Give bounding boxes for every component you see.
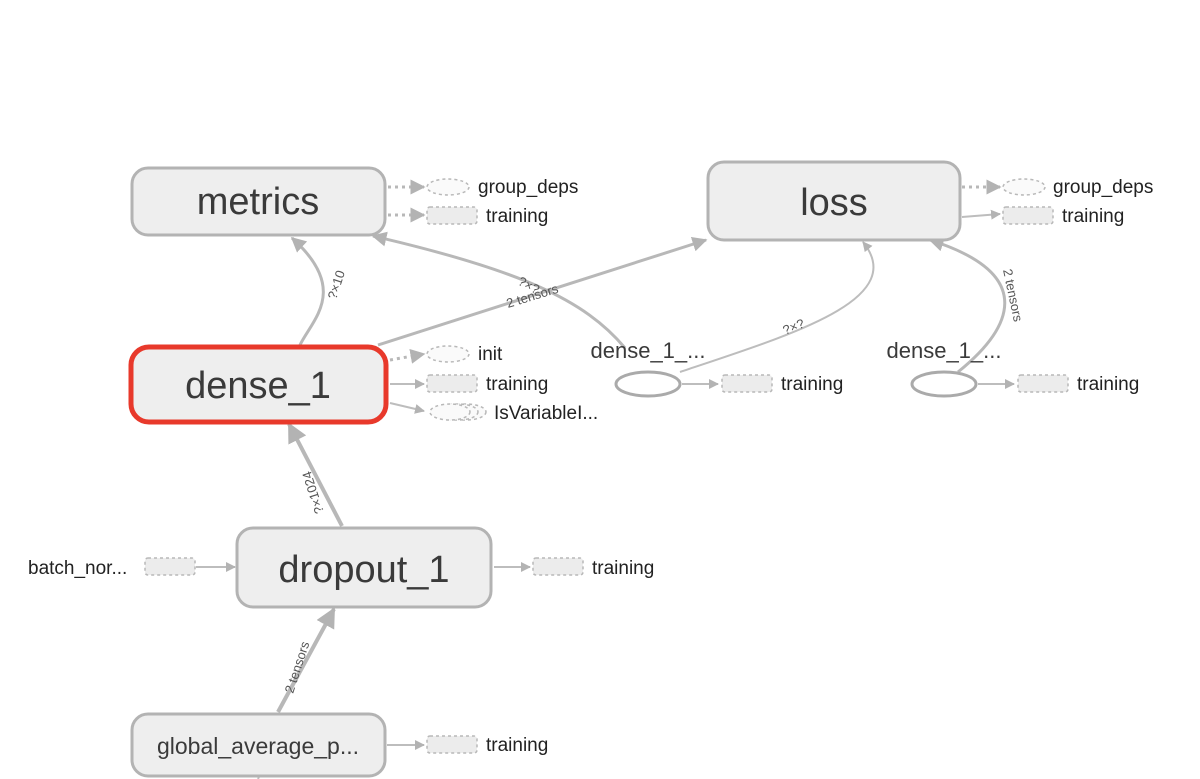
- svg-text:training: training: [781, 374, 843, 395]
- training-icon: [426, 735, 478, 754]
- node-metrics-title: metrics: [197, 181, 319, 223]
- edge-dense-init: [389, 348, 426, 364]
- training-icon: [426, 374, 478, 393]
- edge-gap-dropout: [276, 607, 336, 713]
- aux-dropout-training[interactable]: training: [532, 557, 654, 579]
- aux-metrics-training[interactable]: training: [426, 206, 548, 227]
- aux-dense-training[interactable]: training: [426, 374, 548, 395]
- group-deps-icon: [426, 178, 470, 196]
- aux-loss-training[interactable]: training: [1002, 206, 1124, 227]
- training-icon: [426, 206, 478, 225]
- is-variable-icon: [429, 403, 471, 421]
- svg-text:batch_nor...: batch_nor...: [28, 558, 127, 579]
- svg-text:training: training: [592, 558, 654, 579]
- training-icon: [721, 374, 773, 393]
- svg-text:init: init: [478, 344, 503, 365]
- node-dense-1[interactable]: dense_1: [128, 344, 389, 425]
- edge-denseop-loss-b: [928, 236, 1007, 374]
- aux-dense-init[interactable]: init: [426, 344, 503, 365]
- init-icon: [426, 345, 470, 363]
- node-dense-op-a[interactable]: dense_1_...: [591, 338, 706, 398]
- training-icon: [532, 557, 584, 576]
- edge-labels: ?×10 ?×? 2 tensors ?×? 2 tensors ?×1024 …: [282, 268, 1026, 695]
- edge-label-gap-dropout: 2 tensors: [282, 639, 313, 695]
- batch-nor-icon: [144, 557, 196, 576]
- aux-denseopB-training[interactable]: training: [1017, 374, 1139, 395]
- node-dense-1-title: dense_1: [185, 365, 331, 407]
- node-loss[interactable]: loss: [706, 160, 962, 242]
- svg-text:group_deps: group_deps: [1053, 177, 1153, 198]
- svg-text:training: training: [1077, 374, 1139, 395]
- node-dropout-1-title: dropout_1: [278, 549, 449, 591]
- node-loss-title: loss: [800, 182, 868, 224]
- node-dense-op-b-label: dense_1_...: [887, 338, 1002, 363]
- training-icon: [1017, 374, 1069, 393]
- edge-label-loss-a: ?×?: [781, 316, 807, 338]
- svg-text:training: training: [486, 374, 548, 395]
- aux-dense-is-variable[interactable]: IsVariableI...: [429, 403, 598, 424]
- svg-text:IsVariableI...: IsVariableI...: [494, 403, 598, 424]
- node-dropout-1[interactable]: dropout_1: [235, 526, 493, 609]
- svg-text:group_deps: group_deps: [478, 177, 578, 198]
- node-metrics[interactable]: metrics: [130, 166, 387, 237]
- edge-dense-loss: [377, 236, 708, 347]
- edge-dense-metrics: [290, 236, 325, 346]
- edge-dropout-dense: [287, 422, 344, 527]
- aux-metrics-group-deps[interactable]: group_deps: [426, 177, 578, 198]
- aux-gap-training[interactable]: training: [426, 735, 548, 756]
- edges: [196, 179, 1015, 779]
- node-dense-op-b[interactable]: dense_1_...: [887, 338, 1002, 398]
- edge-denseop-metrics: [371, 231, 627, 349]
- edge-dense-isvar: [389, 402, 425, 414]
- svg-text:training: training: [486, 735, 548, 756]
- aux-denseopA-training[interactable]: training: [721, 374, 843, 395]
- node-global-average-pooling-title: global_average_p...: [157, 733, 359, 759]
- aux-batch-nor[interactable]: batch_nor...: [28, 557, 196, 579]
- svg-text:training: training: [486, 206, 548, 227]
- aux-loss-group-deps[interactable]: group_deps: [1002, 177, 1153, 198]
- edge-loss-training: [961, 209, 1001, 220]
- group-deps-icon: [1002, 178, 1046, 196]
- training-icon: [1002, 206, 1054, 225]
- svg-text:training: training: [1062, 206, 1124, 227]
- edge-denseop-loss-a: [679, 241, 875, 373]
- edge-label-metrics-in: ?×10: [325, 268, 348, 300]
- node-global-average-pooling[interactable]: global_average_p...: [130, 712, 387, 778]
- node-dense-op-a-label: dense_1_...: [591, 338, 706, 363]
